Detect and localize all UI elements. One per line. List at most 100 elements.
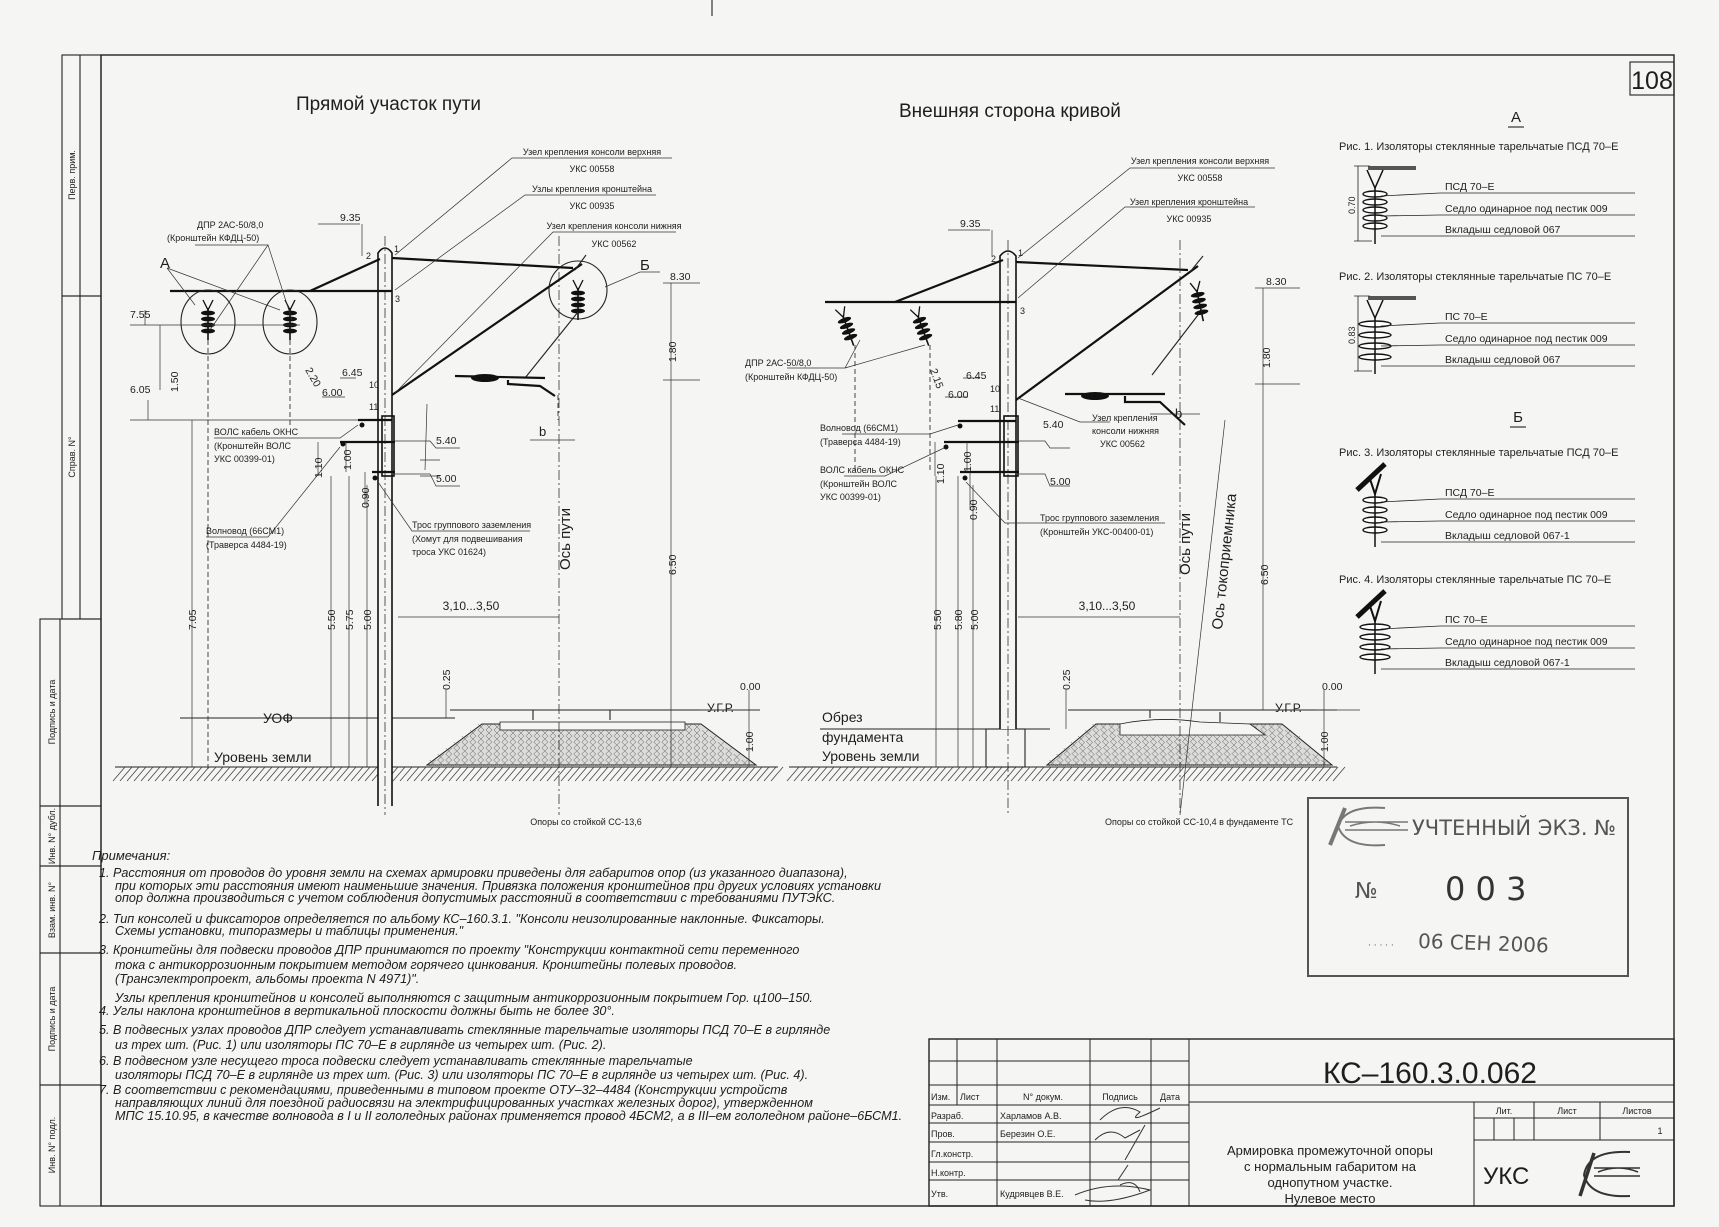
figure-caption: Рис. 3. Изоляторы стеклянные тарельчатые… [1339,447,1618,459]
ground-hatch-part [1248,766,1262,782]
ground-hatch-part [714,766,728,782]
figure-dimension: 0.70 [1347,196,1357,214]
ballast-hatch-part [1304,753,1311,761]
mark-a: А [160,255,170,272]
ballast-hatch-part [1246,741,1254,749]
ballast-hatch-part [477,759,484,767]
ground-hatch-part [497,766,511,782]
straight-track-view: Прямой участок пути [112,94,784,827]
ballast-hatch-part [1231,747,1238,755]
dim-text: 7.55 [130,309,151,321]
ground-hatch-part [112,766,126,782]
ballast-hatch-part [637,747,644,755]
ground-hatch-part [525,766,539,782]
ballast-hatch-part [1137,759,1144,767]
ground-hatch-part [189,766,203,782]
ballast-hatch-part [1217,759,1224,767]
margin-label: Взам. инв. N° [47,881,57,938]
drawing-title-line: Армировка промежуточной опоры [1227,1143,1433,1158]
ballast-hatch-part [1232,753,1239,761]
dim-text: 0.25 [441,669,453,690]
ballast-hatch-part [605,753,612,761]
ground-hatch-part [1199,766,1213,782]
ballast-hatch-part [1264,753,1271,761]
ballast-hatch-part [1089,759,1096,767]
signatures [1074,1107,1161,1202]
ballast-hatch-part [549,753,556,761]
ballast-hatch-part [693,759,700,767]
dpr-insulator [283,299,297,340]
ballast-hatch-part [549,741,557,749]
ballast-hatch-part [1135,747,1142,755]
ballast-hatch-part [501,729,509,737]
ballast-hatch-part [677,747,684,755]
ballast-hatch-part [1077,735,1085,743]
ground-hatch-part [1101,766,1115,782]
ballast-hatch-part [701,729,709,737]
ground-hatch-part [357,766,371,782]
ballast-hatch-part [701,759,708,767]
ballast-hatch-part [1118,741,1126,749]
ballast-hatch-part [629,759,636,767]
leader [214,424,359,439]
ballast-hatch-part [709,747,716,755]
dim-text: 6.45 [342,367,363,379]
ballast-hatch-part [477,735,485,743]
callout-dpr: ДПР 2АС-50/8,0 [197,220,263,230]
ground-hatch-part [898,766,912,782]
ground-hatch-part [483,766,497,782]
node-number: 3 [1020,306,1025,316]
organization-logo-icon-part [1582,1150,1631,1198]
sleeper [499,721,686,731]
ballast-hatch-part [605,747,612,755]
ballast-hatch-part [1237,735,1245,743]
ballast-hatch-part [469,735,477,743]
drawing-title-line: однопутном участке. [1267,1175,1392,1190]
ballast-hatch-part [1273,759,1280,767]
ground-hatch-part [842,766,856,782]
ballast-hatch-part [661,729,669,737]
role-name: Березин О.Е. [1000,1129,1055,1139]
ballast-hatch-part [541,747,548,755]
ballast-hatch-part [501,753,508,761]
ballast-hatch-part [453,741,461,749]
ballast-hatch-part [1080,753,1087,761]
ballast-hatch-part [1103,747,1110,755]
ballast-hatch-part [533,735,541,743]
ballast-hatch-part [1289,759,1296,767]
ballast-hatch-part [493,723,501,731]
ground-hatch-part [1269,766,1283,782]
ballast-hatch-part [1073,759,1080,767]
ballast-hatch-part [1097,759,1104,767]
leader-b [604,271,660,288]
ballast-hatch-part [1064,753,1071,761]
ballast-hatch-part [701,735,709,743]
callout-code: УКС 00935 [1167,214,1212,224]
ballast-hatch-part [1239,747,1246,755]
ballast-hatch-part [501,759,508,767]
detail-circle-a [262,289,318,355]
ballast-hatch-part [1286,741,1294,749]
ballast-hatch-part [1134,741,1142,749]
ballast-hatch-part [573,747,580,755]
ballast-hatch-part [1057,759,1064,767]
ballast-hatch-part [1265,759,1272,767]
margin-stamp: Перв. прим. Справ. N° Подпись и дата Инв… [39,54,102,1207]
ground-hatch-part [315,766,329,782]
sleeper [1119,719,1267,736]
dim-text: 5.40 [1043,419,1064,431]
ballast-hatch-part [581,729,589,737]
level-marks [322,377,460,487]
ground-hatch-part [462,766,476,782]
ballast-hatch-part [1288,753,1295,761]
ballast-hatch-part [605,729,613,737]
ground-hatch-part [602,766,616,782]
ballast-hatch-part [1271,747,1278,755]
ground-hatch-part [581,766,595,782]
dpr-insulator-part [201,299,215,340]
ballast-hatch-part [1280,753,1287,761]
ballast-hatch-part [1208,753,1215,761]
note-line: Узлы крепления кронштейнов и консолей вы… [114,991,813,1005]
figure-label: ПСД 70–Е [1445,181,1494,193]
fixator-rod [1151,314,1199,376]
